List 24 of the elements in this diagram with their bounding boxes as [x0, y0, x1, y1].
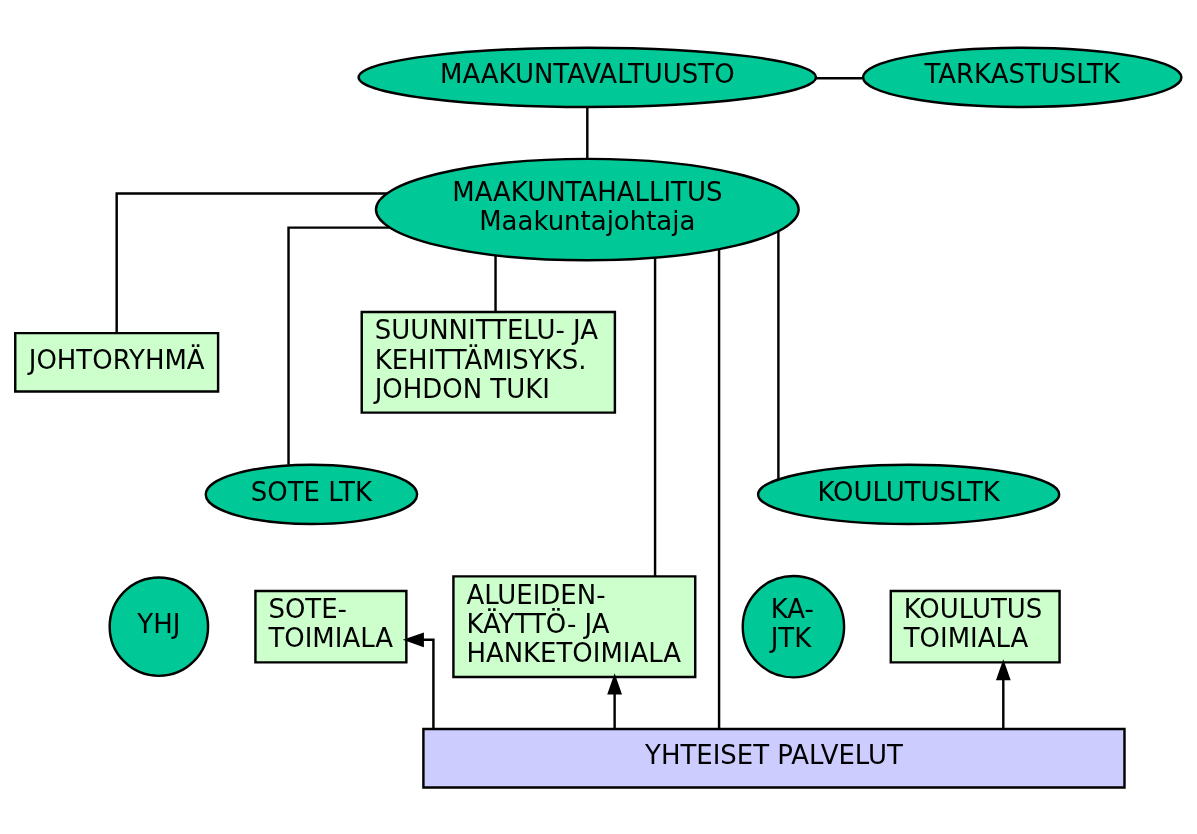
node-ellipse: KOULUTUSLTK — [756, 463, 1061, 525]
node-box: YHTEISET PALVELUT — [422, 727, 1126, 789]
node-box: SOTE- TOIMIALA — [254, 589, 408, 664]
node-circle: KA- JTK — [741, 574, 846, 679]
connector — [717, 248, 721, 729]
node-box: ALUEIDEN- KÄYTTÖ- JA HANKETOIMIALA — [452, 574, 697, 678]
connector — [777, 230, 780, 479]
connector — [653, 256, 657, 576]
node-box: JOHTORYHMÄ — [14, 331, 220, 393]
connector — [816, 76, 863, 80]
node-ellipse: SOTE LTK — [204, 463, 419, 525]
node-ellipse: MAAKUNTAVALTUUSTO — [357, 45, 818, 108]
node-ellipse: TARKASTUSLTK — [861, 45, 1183, 108]
arrow — [607, 672, 622, 729]
connector — [115, 191, 388, 333]
node-box: KOULUTUS TOIMIALA — [889, 589, 1061, 664]
connector — [287, 225, 390, 465]
arrow — [995, 658, 1011, 729]
connector — [494, 254, 497, 312]
arrow — [402, 631, 435, 729]
node-ellipse: MAAKUNTAHALLITUS Maakuntajohtaja — [374, 157, 800, 261]
node-circle: YHJ — [108, 575, 210, 677]
node-box: SUUNNITTELU- JA KEHITTÄMISYKS. JOHDON TUKI — [360, 310, 617, 414]
connector — [586, 106, 589, 159]
